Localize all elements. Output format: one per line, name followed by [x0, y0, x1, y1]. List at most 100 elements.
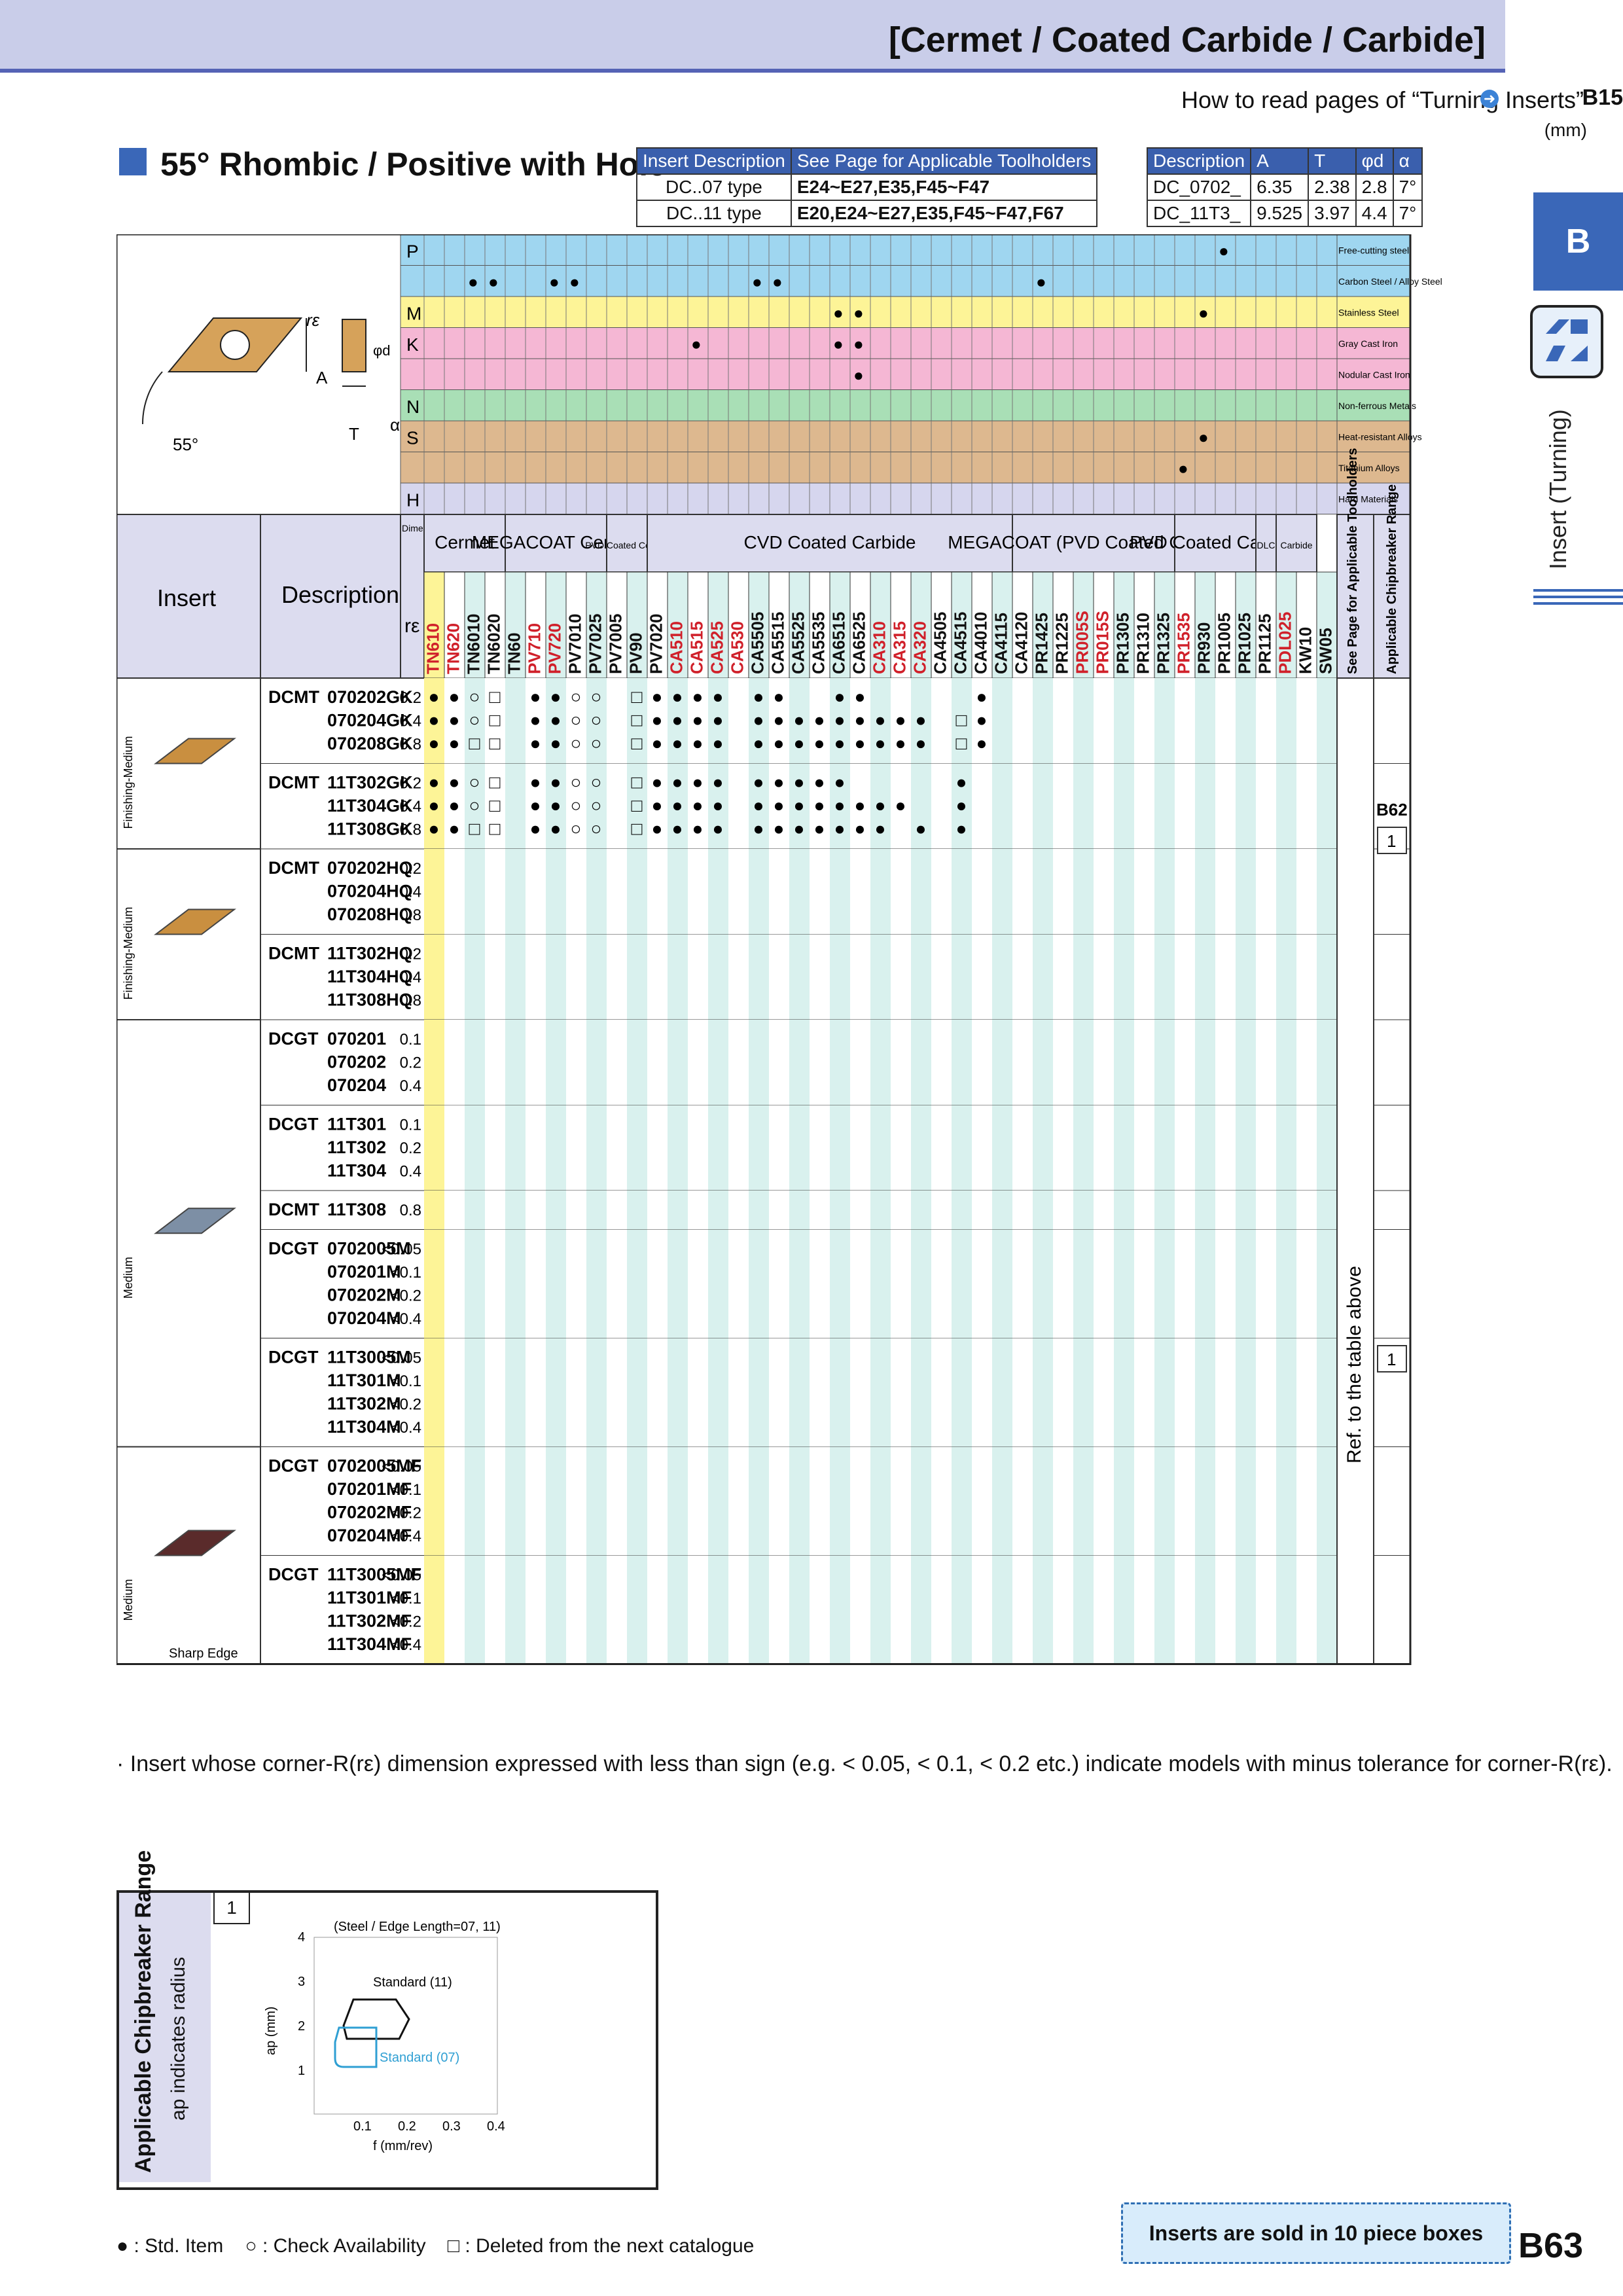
- grade-cell: [1073, 1555, 1094, 1587]
- availability-mark: □: [632, 687, 643, 707]
- grade-header-cell: [829, 571, 851, 679]
- grade-cell: [1114, 1074, 1134, 1105]
- grade-cell: [688, 1159, 708, 1191]
- grade-cell: [1012, 795, 1033, 818]
- grade-name: PR1325: [1153, 613, 1173, 674]
- grade-cell: [1114, 1105, 1134, 1136]
- grade-cell: [526, 1050, 546, 1074]
- grade-cell: [607, 709, 627, 732]
- chip-series-label: Standard (07): [380, 2051, 459, 2065]
- chip-range-header-cell: [1373, 514, 1411, 679]
- grade-cell: [992, 1478, 1012, 1501]
- grade-cell: [891, 1191, 911, 1230]
- grade-cell: [789, 1633, 810, 1664]
- grade-name: TN6020: [484, 614, 503, 675]
- insert-series: DCMT: [268, 773, 319, 793]
- grade-cell: [627, 1416, 647, 1447]
- grade-cell: [952, 1501, 972, 1524]
- dim-cell: 6.35: [1250, 173, 1310, 201]
- grade-cell: [627, 1105, 647, 1136]
- grade-cell: [728, 1159, 749, 1191]
- grade-cell: [485, 1587, 505, 1610]
- grade-cell: [1175, 880, 1195, 903]
- grade-name: PR005S: [1072, 611, 1092, 674]
- grade-cell: [1317, 1369, 1337, 1393]
- grade-cell: [465, 988, 485, 1020]
- grade-cell: [1033, 709, 1053, 732]
- grade-cell: [830, 1307, 850, 1338]
- availability-mark: ●: [794, 819, 805, 839]
- grade-cell: [911, 1283, 931, 1307]
- grade-cell: [505, 817, 526, 849]
- grade-cell: [1134, 817, 1154, 849]
- grade-cell: [627, 709, 647, 732]
- grade-header-cell: [1194, 571, 1216, 679]
- grade-cell: [1317, 1261, 1337, 1284]
- grade-cell: [992, 1587, 1012, 1610]
- holder-table: Insert Description See Page for Applicab…: [636, 147, 1098, 227]
- howto-ref-link[interactable]: B15: [1582, 85, 1623, 110]
- grade-cell: [668, 1369, 688, 1393]
- grade-cell: [749, 1416, 769, 1447]
- grade-cell: [424, 1392, 444, 1416]
- grade-cell: [952, 1416, 972, 1447]
- availability-mark: □: [632, 772, 643, 793]
- grade-cell: [1114, 1283, 1134, 1307]
- dim-cell: 7°: [1392, 200, 1423, 227]
- chip-title: Applicable Chipbreaker Range: [131, 1850, 156, 2173]
- grade-cell: [1053, 1555, 1073, 1587]
- grade-cell: [931, 1446, 952, 1478]
- insert-header: Insert: [157, 584, 216, 611]
- grade-cell: [891, 934, 911, 965]
- grade-cell: [526, 1020, 546, 1051]
- grade-cell: [627, 1392, 647, 1416]
- grade-cell: [850, 795, 870, 818]
- grade-name: TN610: [423, 623, 442, 674]
- grade-cell: [647, 1478, 668, 1501]
- insert-model: 11T308: [327, 1200, 386, 1219]
- grade-cell: [810, 1074, 830, 1105]
- section-tab-b[interactable]: B: [1533, 192, 1623, 291]
- grade-cell: [444, 934, 465, 965]
- grade-header-cell: [565, 571, 587, 679]
- chipbreaker-range-box: [116, 1890, 658, 2190]
- grade-cell: [1134, 1587, 1154, 1610]
- dim-cell: DC_11T3_: [1146, 200, 1252, 227]
- availability-mark: ●: [713, 795, 724, 816]
- corner-radius: 0.2: [400, 860, 421, 878]
- grade-cell: [688, 1501, 708, 1524]
- grade-cell: [444, 1191, 465, 1230]
- grade-cell: [586, 849, 607, 880]
- grade-cell: [1053, 1159, 1073, 1191]
- holder-cell[interactable]: E20,E24~E27,E35,F45~F47,F67: [790, 200, 1098, 227]
- grade-name: CA515: [687, 621, 706, 674]
- grade-cell: [992, 1524, 1012, 1556]
- chip-no: 1: [1387, 1350, 1396, 1369]
- grade-cell: [911, 988, 931, 1020]
- availability-mark: ○: [469, 710, 480, 730]
- availability-mark: ●: [713, 819, 724, 839]
- grade-cell: [485, 1283, 505, 1307]
- grade-cell: [891, 1136, 911, 1160]
- grade-cell: [586, 1074, 607, 1105]
- holder-cell[interactable]: E24~E27,E35,F45~F47: [790, 173, 1098, 201]
- grade-cell: [1236, 1524, 1256, 1556]
- grade-cell: [1195, 1587, 1215, 1610]
- grade-cell: [972, 849, 992, 880]
- arrow-right-icon[interactable]: ➜: [1480, 90, 1499, 108]
- grade-cell: [424, 732, 444, 764]
- grade-cell: [891, 709, 911, 732]
- grade-cell: [891, 1392, 911, 1416]
- grade-cell: [1033, 1283, 1053, 1307]
- grade-cell: [1073, 965, 1094, 989]
- grade-cell: [1317, 849, 1337, 880]
- grade-cell: [465, 1369, 485, 1393]
- grade-cell: [1317, 1159, 1337, 1191]
- grade-cell: [1195, 1609, 1215, 1633]
- grade-name: CA525: [707, 621, 726, 674]
- grade-cell: [505, 1609, 526, 1633]
- grade-cell: [1094, 1338, 1114, 1369]
- grade-cell: [1195, 1074, 1215, 1105]
- grade-cell: [1175, 763, 1195, 795]
- grade-cell: [526, 1074, 546, 1105]
